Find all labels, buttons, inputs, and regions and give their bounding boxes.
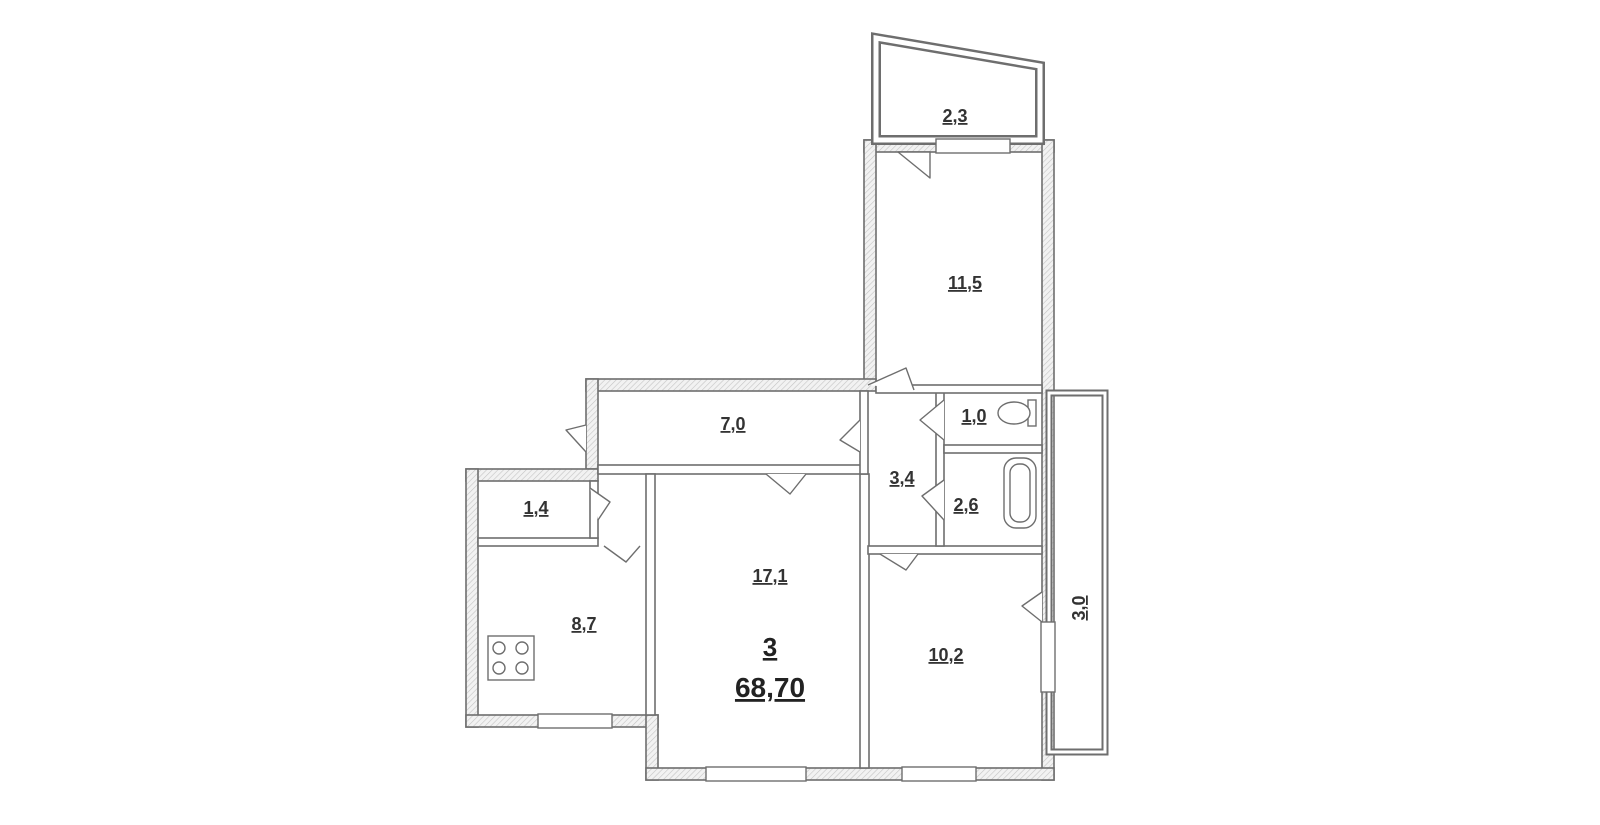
window-kitchen bbox=[537, 713, 613, 729]
area-label-bathroom: 2,6 bbox=[953, 495, 978, 515]
wall-corridor-left bbox=[585, 378, 599, 470]
door-loggia-icon bbox=[897, 151, 931, 179]
area-label-corridor: 7,0 bbox=[720, 414, 745, 434]
wall-corridor-living bbox=[597, 464, 865, 475]
stove-icon bbox=[487, 635, 535, 681]
window-bedroom-top bbox=[935, 138, 1011, 154]
wall-bedroom-top-bottom bbox=[875, 384, 1043, 394]
windows bbox=[537, 138, 1056, 782]
balcony-outline bbox=[1045, 389, 1109, 756]
loggia-inner bbox=[873, 35, 1043, 143]
area-label-loggia: 2,3 bbox=[942, 106, 967, 126]
wall-kitchen-left bbox=[465, 468, 479, 728]
wall-kitchen-storage bbox=[477, 537, 599, 547]
balcony-inner bbox=[1047, 391, 1107, 754]
wall-corridor-top bbox=[585, 378, 877, 392]
rooms-count-label: 3 bbox=[763, 632, 777, 662]
door-kitchen-icon bbox=[603, 545, 641, 563]
area-label-living-room: 17,1 bbox=[752, 566, 787, 586]
area-label-storage: 1,4 bbox=[523, 498, 548, 518]
door-toilet-icon bbox=[919, 399, 945, 441]
area-label-hall: 3,4 bbox=[889, 468, 914, 488]
toilet-icon bbox=[997, 399, 1037, 427]
door-bedroom-top-icon bbox=[867, 367, 915, 391]
door-hall-living-icon bbox=[839, 419, 861, 453]
wall-kitchen-living bbox=[645, 473, 656, 716]
window-bedroom-right bbox=[901, 766, 977, 782]
fixtures bbox=[487, 399, 1037, 681]
bathtub-icon bbox=[1003, 457, 1037, 529]
area-label-bedroom-right: 10,2 bbox=[928, 645, 963, 665]
area-label-bedroom-top: 11,5 bbox=[948, 273, 982, 293]
wall-hall-bottom bbox=[867, 545, 1043, 555]
door-living-icon bbox=[765, 473, 807, 495]
window-balcony-side bbox=[1040, 621, 1056, 693]
area-label-balcony: 3,0 bbox=[1069, 595, 1089, 620]
door-bedroom-right-icon bbox=[879, 553, 919, 571]
door-balcony-icon bbox=[1021, 591, 1043, 623]
wall-top-wing-left bbox=[863, 139, 877, 386]
wall-living-right bbox=[859, 473, 870, 769]
door-entrance-icon bbox=[565, 424, 587, 453]
door-bathroom-icon bbox=[921, 479, 945, 521]
area-label-toilet: 1,0 bbox=[961, 406, 986, 426]
area-label-kitchen: 8,7 bbox=[571, 614, 596, 634]
total-area-label: 68,70 bbox=[735, 672, 805, 703]
doors bbox=[565, 151, 1043, 623]
door-storage-icon bbox=[589, 487, 611, 521]
window-living bbox=[705, 766, 807, 782]
wall-toilet-bath bbox=[943, 444, 1043, 454]
wall-hall-left bbox=[859, 390, 869, 475]
room-labels: 2,3 11,5 7,0 1,0 3,4 2,6 1,4 8,7 17,1 10… bbox=[523, 106, 1089, 703]
wall-kitchen-top bbox=[465, 468, 599, 482]
